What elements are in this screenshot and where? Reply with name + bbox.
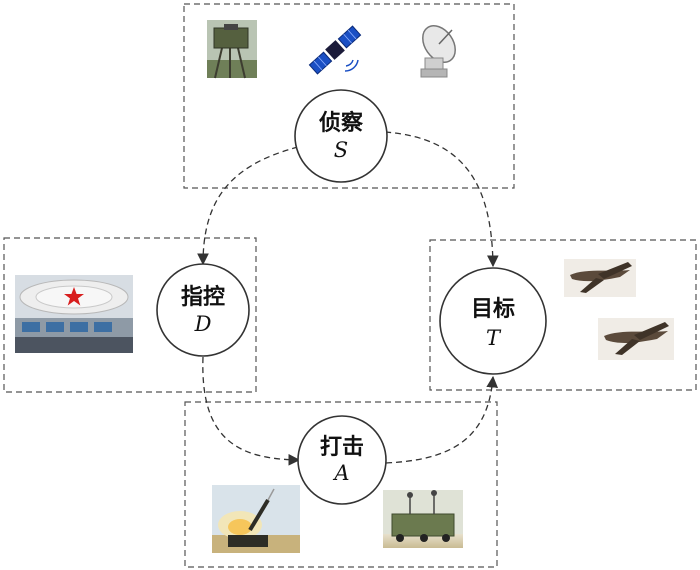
node-circle <box>297 415 387 505</box>
node-symbol: D <box>194 312 212 336</box>
command-center-icon <box>15 275 133 353</box>
node-name: 目标 <box>471 296 515 322</box>
node-symbol: S <box>334 138 348 162</box>
drone-icon <box>564 259 636 297</box>
node-circle <box>156 263 250 357</box>
node-target: 目标 T <box>439 267 547 375</box>
arrow-command-to-strike <box>202 356 301 466</box>
arrow-recon-to-command <box>197 146 299 266</box>
arrow-recon-to-target <box>384 131 499 268</box>
node-command: 指控 D <box>156 263 250 357</box>
node-reconnaissance: 侦察 S <box>294 89 388 183</box>
drone-icon <box>598 318 674 360</box>
dish-antenna-icon <box>420 25 456 78</box>
node-name: 打击 <box>320 435 364 460</box>
node-name: 侦察 <box>319 110 364 136</box>
command-group-box <box>3 237 257 393</box>
target-group-box <box>429 239 697 391</box>
node-circle <box>439 267 547 375</box>
node-circle <box>294 89 388 183</box>
reconnaissance-group-box <box>183 3 515 189</box>
arrow-strike-to-target <box>385 375 498 464</box>
rocket-launcher-icon <box>212 485 300 553</box>
satellite-icon <box>308 25 362 75</box>
radar-tower-icon <box>207 20 257 79</box>
node-symbol: T <box>486 326 502 350</box>
strike-group-box <box>184 401 498 568</box>
node-name: 指控 <box>181 284 225 310</box>
mobile-radar-vehicle-icon <box>383 490 463 548</box>
node-strike: 打击 A <box>297 415 387 505</box>
node-symbol: A <box>332 461 349 485</box>
